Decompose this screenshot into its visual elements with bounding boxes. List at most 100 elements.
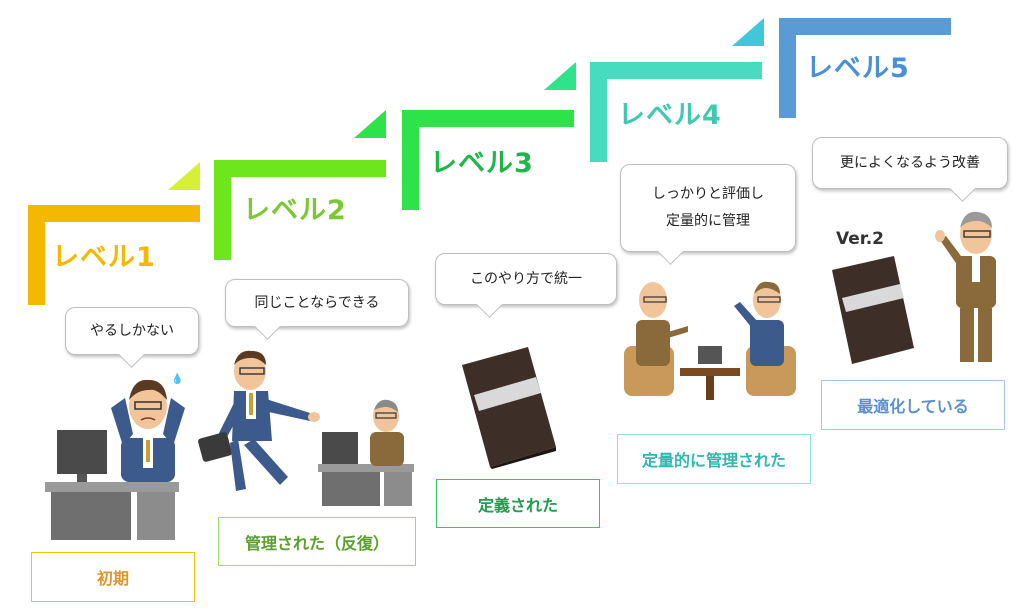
seated-body xyxy=(370,432,404,466)
seated-glasses xyxy=(375,412,397,419)
stage-box-quantitatively-managed: 定量的に管理された xyxy=(617,434,811,484)
worker-hair xyxy=(129,379,167,400)
walker-leg-front xyxy=(244,439,288,485)
desk-body-2 xyxy=(322,472,380,506)
man-right-hair xyxy=(754,281,780,294)
level-1-label: レベル1 xyxy=(52,242,156,273)
step-1-horizontal-bar xyxy=(28,205,200,222)
bubble-1-tail xyxy=(118,341,145,368)
level-5-label: レベル5 xyxy=(806,53,910,84)
briefcase xyxy=(198,432,232,462)
sweat-drops: 💧 xyxy=(171,372,183,385)
man-left-head xyxy=(639,282,667,318)
desk-top-2 xyxy=(318,464,414,472)
speech-bubble-level-2: 同じことならできる xyxy=(225,279,409,340)
monitor-screen xyxy=(57,430,107,474)
worker-arm-right xyxy=(163,398,185,446)
pointer-glasses xyxy=(963,230,991,238)
stage-box-defined: 定義された xyxy=(436,479,600,528)
speech-bubble-level-3: このやり方で統一 xyxy=(435,253,617,318)
stage-1-label: 初期 xyxy=(96,569,129,588)
step-5-vertical-bar xyxy=(779,18,796,118)
step-3-vertical-bar xyxy=(402,110,419,210)
bubble-3-tail xyxy=(476,291,503,318)
walker-hair xyxy=(234,350,266,365)
step-4-horizontal-bar xyxy=(590,62,762,79)
bubble-5-text: 更によくなるよう改善 xyxy=(840,154,980,171)
level-3-label: レベル3 xyxy=(430,148,534,179)
pointer-arm-raised xyxy=(940,236,964,266)
stage-3-label: 定義された xyxy=(477,495,558,515)
stage-box-initial: 初期 xyxy=(31,552,195,602)
worker-head xyxy=(129,383,167,429)
worker-tie xyxy=(146,440,150,462)
table-leg xyxy=(706,376,714,400)
illustration-pointing-man xyxy=(935,211,996,362)
stage-4-label: 定量的に管理された xyxy=(641,451,786,470)
bubble-3-text: このやり方で統一 xyxy=(470,270,582,287)
book2-cover xyxy=(832,256,914,364)
book-cover xyxy=(462,347,556,467)
step-4-vertical-bar xyxy=(590,62,607,162)
illustration-walking-businessman xyxy=(198,350,320,491)
man-right-head xyxy=(753,282,781,318)
illustration-meeting xyxy=(624,281,796,400)
walker-head xyxy=(234,352,266,390)
step-3-triangle xyxy=(544,62,576,90)
step-2-triangle xyxy=(354,110,386,138)
bubble-2-tail xyxy=(254,313,281,340)
bubble-4-line-1: しっかりと評価し xyxy=(652,186,764,203)
step-2-horizontal-bar xyxy=(214,160,386,177)
version-label: Ver.2 xyxy=(836,229,885,249)
step-3-horizontal-bar xyxy=(402,110,574,127)
pointer-hair xyxy=(960,211,992,228)
walker-hand xyxy=(308,412,320,422)
bubble-1-text: やるしかない xyxy=(90,322,174,339)
stage-5-label: 最適化している xyxy=(857,397,969,416)
walker-glasses xyxy=(239,367,265,375)
walker-arm-back xyxy=(218,399,242,439)
step-1-vertical-bar xyxy=(28,205,45,305)
book-edge xyxy=(490,447,556,469)
book2-title-band xyxy=(842,284,904,312)
pointer-leg-right xyxy=(978,308,992,362)
walker-leg-back xyxy=(230,439,246,491)
illustration-seated-worker-at-desk xyxy=(318,399,414,506)
monitor-stand xyxy=(77,474,87,484)
bubble-5-tail xyxy=(949,175,976,202)
bubble-4-line-2: 定量的に管理 xyxy=(666,213,750,229)
desk-top xyxy=(45,482,179,492)
pointer-hand xyxy=(935,230,945,242)
book-title-band xyxy=(474,377,541,411)
step-1-triangle xyxy=(168,162,200,190)
stage-2-label: 管理された（反復） xyxy=(244,533,389,553)
worker-frown xyxy=(140,417,156,421)
pointer-shirt xyxy=(972,256,980,282)
stage-box-optimizing: 最適化している xyxy=(821,380,1005,430)
stage-box-managed: 管理された（反復） xyxy=(218,517,416,566)
desk-drawer xyxy=(137,492,175,540)
laptop xyxy=(698,346,722,364)
worker-glasses xyxy=(134,401,162,410)
illustration-book-ver2 xyxy=(832,256,914,364)
step-2-vertical-bar xyxy=(214,160,231,260)
meeting-table xyxy=(680,368,740,376)
pointer-head xyxy=(960,214,992,254)
bubble-4-tail xyxy=(657,238,684,265)
walker-arm-forward xyxy=(264,399,310,421)
desk-drawer-2 xyxy=(384,472,412,506)
step-4-triangle xyxy=(732,18,764,46)
man-left-hand xyxy=(668,326,688,338)
walker-tie xyxy=(249,393,253,415)
level-4-label: レベル4 xyxy=(618,100,722,131)
seated-hair xyxy=(374,399,398,412)
illustration-book-defined xyxy=(462,347,556,469)
desk-body xyxy=(51,492,131,540)
monitor-screen-2 xyxy=(322,432,358,464)
man-right-glasses xyxy=(757,296,781,303)
level-2-label: レベル2 xyxy=(243,195,347,226)
man-left-body xyxy=(636,320,670,366)
step-5-horizontal-bar xyxy=(779,18,951,35)
speech-bubble-level-1: やるしかない xyxy=(65,307,199,368)
speech-bubble-level-5: 更によくなるよう改善 xyxy=(812,137,1008,202)
